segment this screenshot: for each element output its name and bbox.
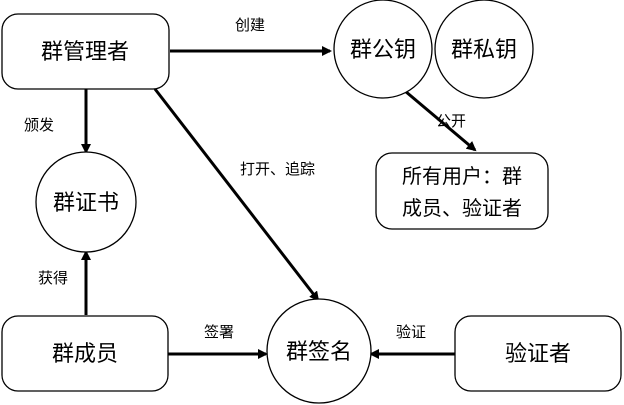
group-signature-label: 群签名 xyxy=(286,340,352,365)
edge-public-arrow xyxy=(404,89,477,152)
edge-public-label: 公开 xyxy=(436,112,466,130)
group-member-box xyxy=(1,315,169,392)
group-member-label: 群成员 xyxy=(52,342,118,367)
group-manager-label: 群管理者 xyxy=(41,40,129,65)
edge-open-trace-label: 打开、追踪 xyxy=(240,160,315,178)
edge-sign-label: 签署 xyxy=(204,323,234,341)
group-public-key-circle xyxy=(333,0,433,99)
edge-open-trace-arrow xyxy=(153,88,320,302)
edge-verify-label: 验证 xyxy=(396,323,426,341)
group-certificate-circle xyxy=(35,151,137,253)
edge-issue-label: 颁发 xyxy=(24,116,54,134)
edge-obtain-label: 获得 xyxy=(38,269,68,287)
group-public-key-label: 群公钥 xyxy=(350,38,416,63)
group-private-key-label: 群私钥 xyxy=(451,38,517,63)
verifier-box xyxy=(454,315,622,392)
group-certificate-label: 群证书 xyxy=(53,191,119,216)
group-signature-circle xyxy=(266,298,372,404)
all-users-label-line2: 成员、验证者 xyxy=(402,196,522,220)
group-private-key-circle xyxy=(434,0,534,99)
all-users-box xyxy=(375,152,549,230)
verifier-label: 验证者 xyxy=(505,342,571,367)
edge-create-label: 创建 xyxy=(235,16,265,34)
group-manager-box xyxy=(1,13,170,90)
all-users-label-line1: 所有用户：群 xyxy=(402,164,522,188)
